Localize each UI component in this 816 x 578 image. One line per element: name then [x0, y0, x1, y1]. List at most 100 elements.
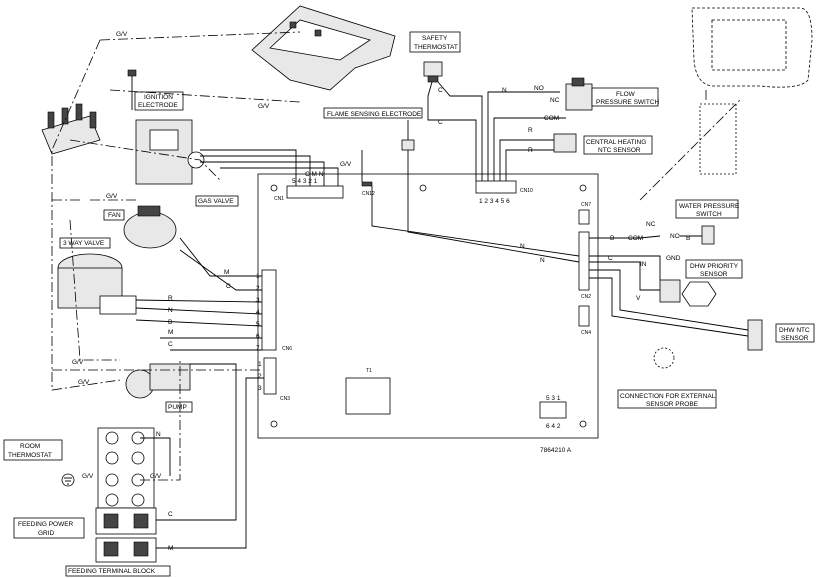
terminal-block-label-box [65, 565, 171, 577]
svg-text:G/V: G/V [340, 161, 352, 168]
control-board [257, 173, 599, 439]
right-connector-main [578, 231, 590, 291]
heat-exchanger-bracket [251, 5, 396, 91]
svg-text:N: N [520, 243, 525, 250]
wp-com-label: COM [628, 235, 643, 242]
svg-text:M: M [168, 329, 173, 336]
svg-text:G/V: G/V [78, 379, 90, 386]
dhw-ntc-sensor [747, 319, 763, 351]
svg-text:N: N [540, 257, 545, 264]
svg-text:3: 3 [256, 297, 260, 304]
dhw-priority-label-box [685, 259, 743, 279]
svg-text:G/V: G/V [258, 103, 270, 110]
cn3-code: CN3 [280, 396, 290, 402]
wire-b-wp2: B [686, 235, 690, 242]
earth-symbol [61, 473, 75, 487]
svg-text:1: 1 [256, 273, 260, 280]
flame-electrode-label: FLAME SENSING ELECTRODE [327, 111, 422, 118]
cn10-code: CN10 [520, 188, 533, 194]
svg-text:2: 2 [258, 373, 262, 380]
flow-nc-label: NC [550, 97, 560, 104]
fan-label: FAN [108, 212, 121, 219]
ext-pins-top: 5 3 1 [546, 395, 561, 402]
pump [125, 363, 191, 399]
ignition-electrode-label-box [134, 91, 184, 111]
three-way-valve-label-box [59, 237, 111, 249]
flame-sensing-electrode [401, 120, 415, 180]
ch-ntc-label-1: CENTRAL HEATING [586, 139, 646, 146]
wire-r-ntc1: R [528, 127, 533, 134]
flame-electrode-label-box [323, 107, 423, 119]
pump-label-box [165, 401, 193, 413]
svg-text:6: 6 [256, 333, 260, 340]
dhw-priority-label-2: SENSOR [700, 271, 728, 278]
flow-com-label: COM [544, 115, 559, 122]
svg-text:G/V: G/V [72, 359, 84, 366]
part-number: 7864210 A [540, 447, 572, 454]
water-pressure-label-2: SWITCH [696, 211, 722, 218]
earth-terminal [41, 103, 101, 155]
top-connector-pins: 5 4 3 2 1 [292, 178, 318, 185]
room-thermostat-label-box [3, 439, 63, 461]
right-connector-bottom [578, 305, 590, 327]
display-panel [691, 7, 813, 175]
ground-tab [361, 181, 373, 187]
external-sensor-label-2: SENSOR PROBE [646, 401, 699, 408]
dhw-ntc-label-1: DHW NTC [779, 327, 810, 334]
external-sensor-label-1: CONNECTION FOR EXTERNAL [620, 393, 716, 400]
top-connector-letters: C M N [305, 171, 324, 178]
svg-text:B: B [168, 319, 172, 326]
water-pressure-label-1: WATER PRESSURE [679, 203, 740, 210]
ignition-label-2: ELECTRODE [138, 102, 178, 109]
left-connector-pins: 1 2 3 4 5 6 7 [256, 273, 260, 352]
ntc-connector-pins: 1 2 3 4 5 6 [479, 198, 510, 205]
ext-pins-bottom: 6 4 2 [546, 423, 561, 430]
water-pressure-switch [701, 225, 715, 245]
cn4-code: CN4 [581, 330, 591, 336]
dhw-ntc-label-box [775, 323, 815, 343]
central-heating-ntc [553, 133, 577, 153]
feeding-power-label-2: GRID [38, 530, 55, 537]
wp-no-label: NO [670, 233, 680, 240]
dhw-priority-label-1: DHW PRIORITY [690, 263, 739, 270]
flow-switch-label-2: PRESSURE SWITCH [596, 99, 660, 106]
room-thermostat-label-2: THERMOSTAT [8, 452, 52, 459]
svg-text:G/V: G/V [82, 473, 94, 480]
safety-thermostat-label-1: SAFETY [422, 35, 448, 42]
flow-switch-label-1: FLOW [616, 91, 636, 98]
cn7-code: CN7 [581, 202, 591, 208]
ntc-connector [475, 180, 517, 194]
svg-text:3: 3 [258, 385, 262, 392]
ch-ntc-label-2: NTC SENSOR [598, 147, 641, 154]
safety-thermostat [423, 61, 443, 83]
terminal-block-label: FEEDING TERMINAL BLOCK [68, 568, 156, 575]
transformer-code: T1 [366, 368, 372, 374]
wire-n-top: N [502, 87, 507, 94]
gas-valve-label-box [195, 195, 239, 207]
ch-ntc-label-box [583, 135, 653, 155]
wires [51, 31, 749, 549]
external-sensor-probe [653, 347, 675, 369]
transformer [345, 377, 391, 415]
svg-text:M: M [224, 269, 229, 276]
dhw-priority-sensor [659, 279, 717, 307]
feeding-power-label-box [13, 517, 85, 539]
water-pressure-label-box [675, 199, 739, 219]
svg-text:C: C [226, 283, 231, 290]
svg-text:N: N [168, 307, 173, 314]
wire-b-wp: B [610, 235, 614, 242]
flow-pressure-switch [565, 77, 593, 111]
top-connector [286, 185, 344, 199]
room-thermostat-label-1: ROOM [20, 443, 40, 450]
svg-text:C: C [168, 511, 173, 518]
svg-text:5: 5 [256, 321, 260, 328]
ignition-label-1: IGNITION [144, 94, 173, 101]
svg-text:7: 7 [256, 345, 260, 352]
cn12-code: CN12 [362, 191, 375, 197]
wire-v: V [636, 295, 641, 302]
pump-label: PUMP [168, 404, 187, 411]
cn1-code: CN1 [274, 196, 284, 202]
gnd-label: GND [666, 255, 681, 262]
fan-label-box [103, 209, 125, 221]
svg-text:N: N [156, 431, 161, 438]
